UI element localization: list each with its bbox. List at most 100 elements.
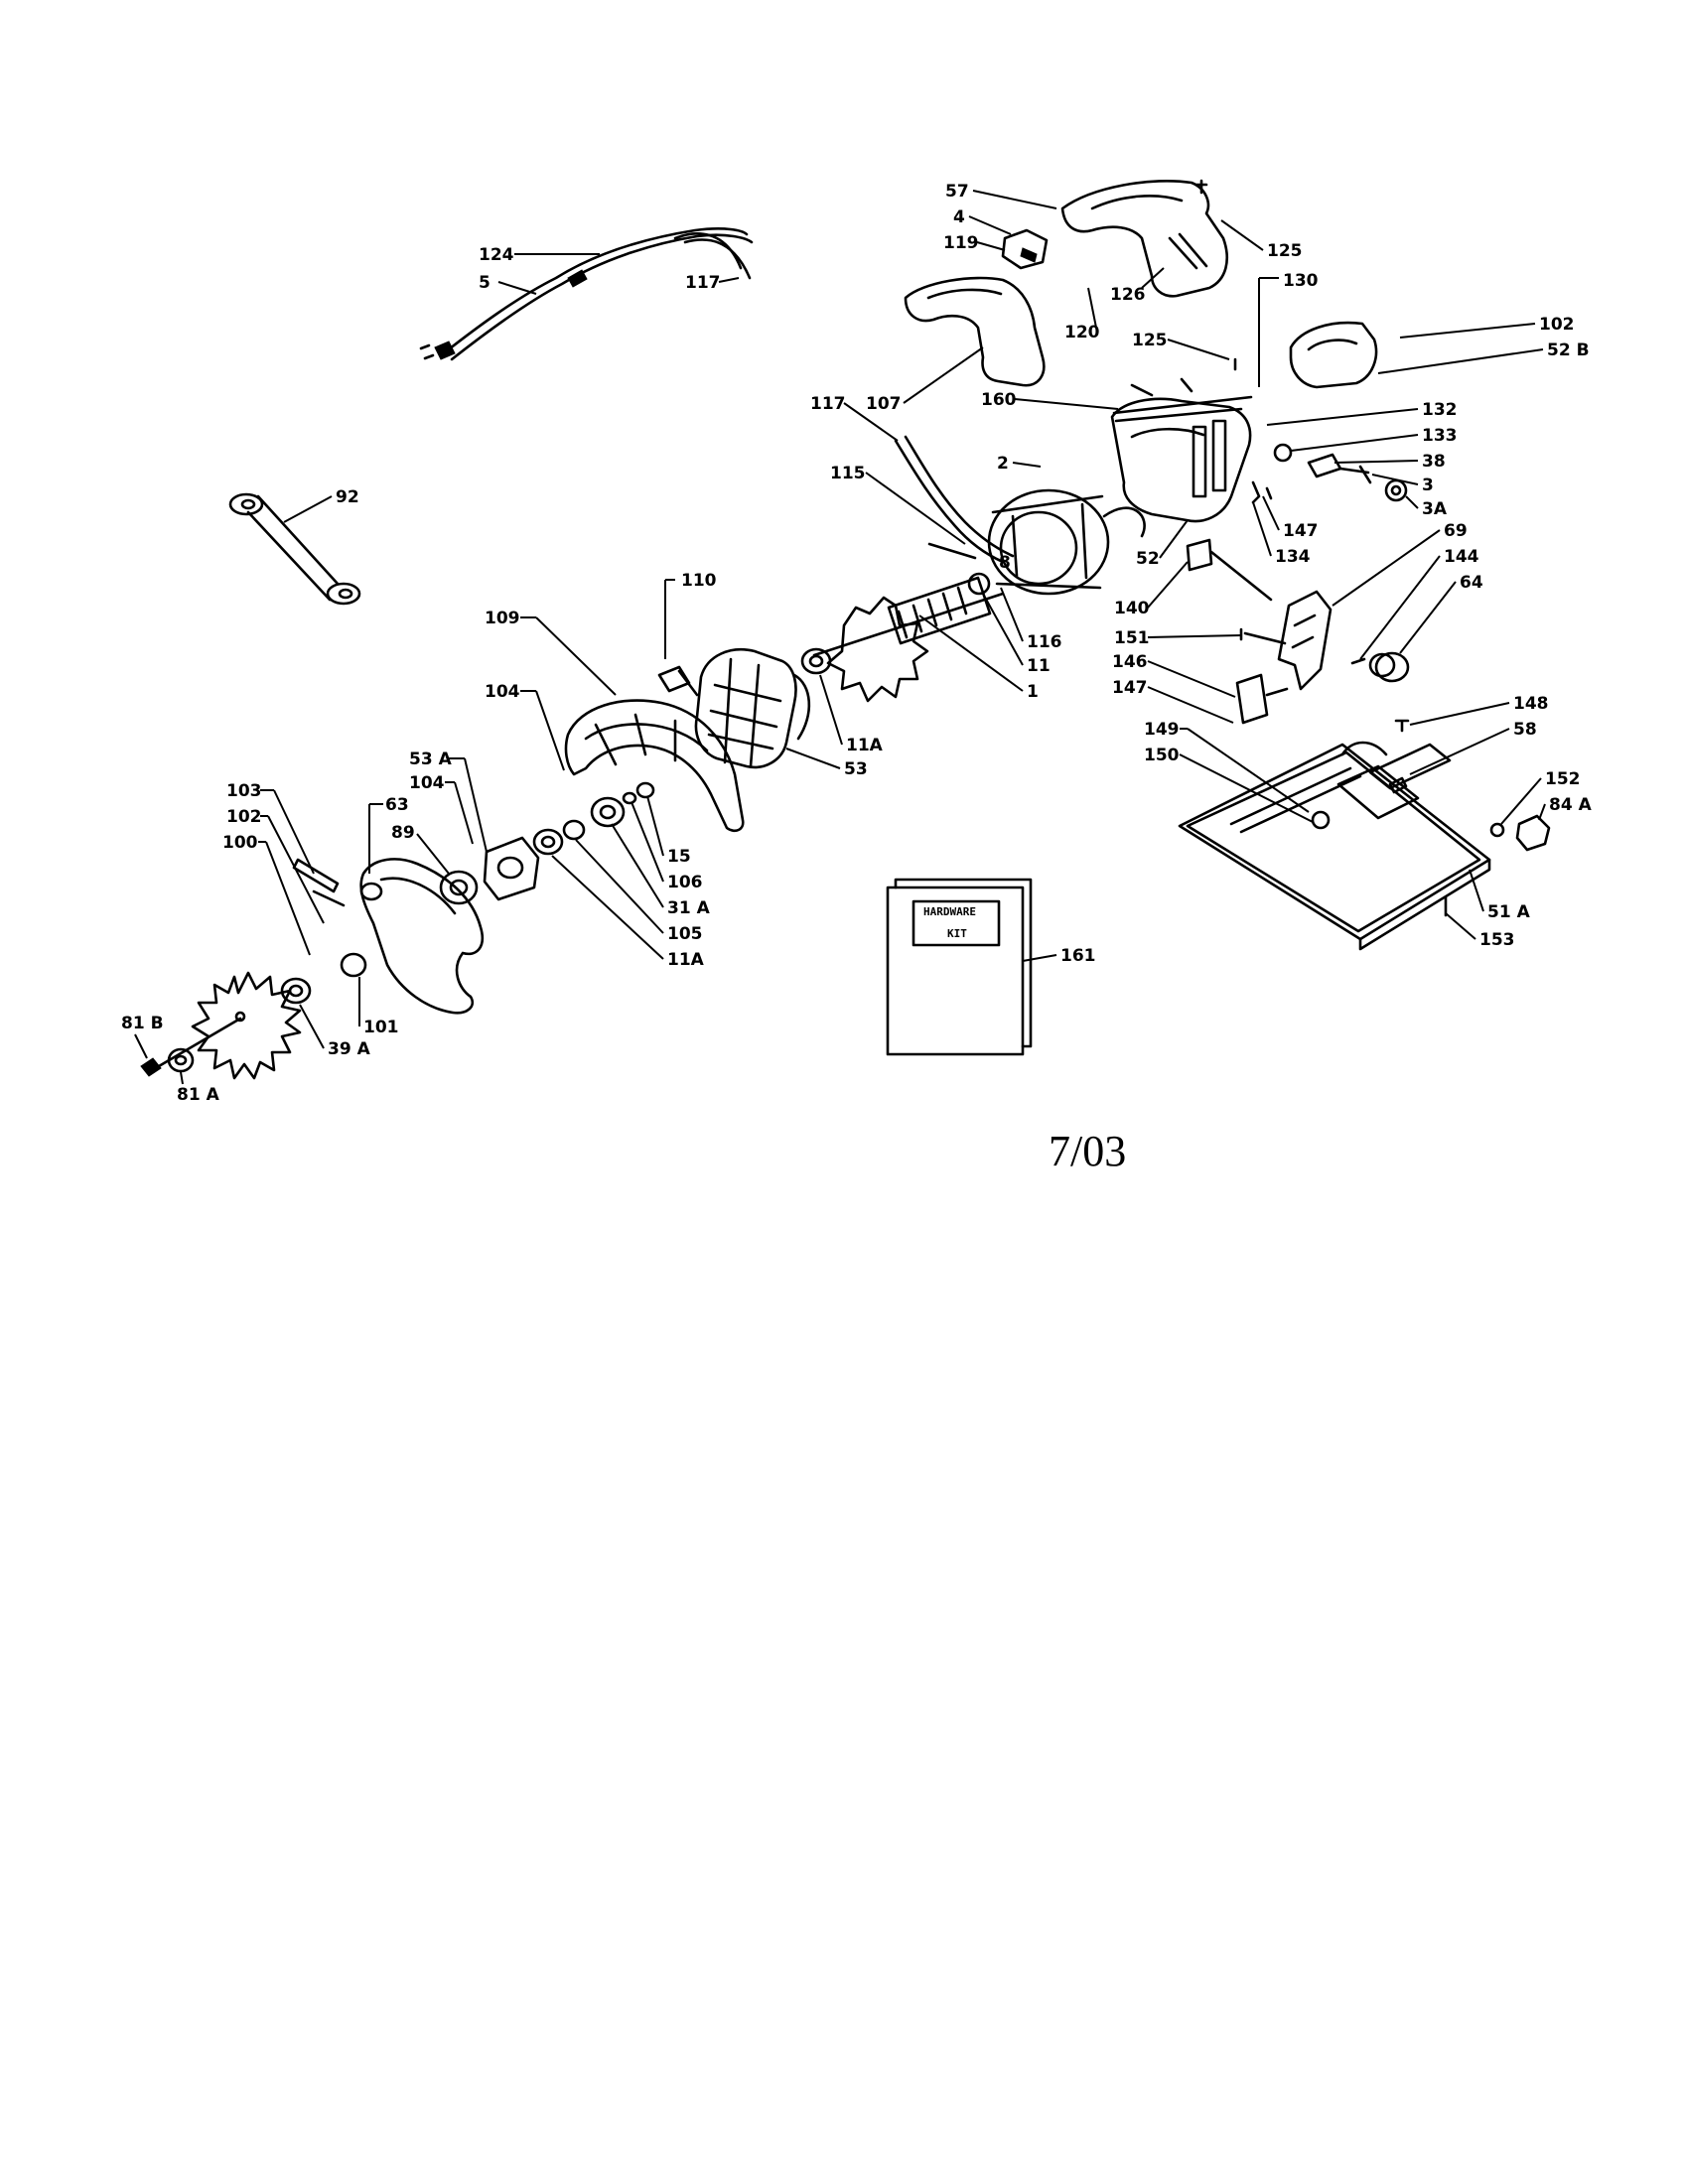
svg-text:39 A: 39 A bbox=[328, 1039, 371, 1059]
callout-51a: 51 A bbox=[1469, 869, 1531, 922]
svg-text:102: 102 bbox=[1539, 315, 1575, 335]
callout-133: 133 bbox=[1290, 426, 1458, 452]
hardware-kit-161: HARDWARE KIT bbox=[886, 878, 1033, 1056]
power-cord bbox=[419, 227, 754, 361]
svg-text:133: 133 bbox=[1422, 426, 1458, 446]
motor-wires bbox=[894, 435, 1015, 564]
callout-39a: 39 A bbox=[299, 1004, 371, 1059]
svg-text:3A: 3A bbox=[1422, 499, 1448, 519]
svg-text:105: 105 bbox=[667, 924, 703, 944]
callout-1: 1 bbox=[918, 614, 1039, 702]
svg-text:51 A: 51 A bbox=[1487, 902, 1531, 922]
callout-52: 52 bbox=[1136, 519, 1189, 569]
svg-text:125: 125 bbox=[1132, 331, 1168, 350]
svg-text:4: 4 bbox=[953, 207, 965, 227]
svg-text:57: 57 bbox=[945, 182, 969, 202]
callout-109: 109 bbox=[485, 609, 617, 696]
callout-15: 15 bbox=[646, 795, 691, 867]
callout-147-lower: 147 bbox=[1112, 678, 1234, 724]
svg-text:117: 117 bbox=[810, 394, 846, 414]
brush-holder-set bbox=[1273, 443, 1408, 502]
svg-text:161: 161 bbox=[1060, 946, 1096, 966]
callout-148: 148 bbox=[1409, 694, 1549, 726]
svg-text:3: 3 bbox=[1422, 476, 1434, 495]
callout-147-top: 147 bbox=[1262, 495, 1319, 541]
svg-text:81 A: 81 A bbox=[177, 1085, 220, 1105]
svg-text:148: 148 bbox=[1513, 694, 1549, 714]
svg-text:11A: 11A bbox=[667, 950, 705, 970]
callout-4: 4 bbox=[953, 207, 1012, 235]
callout-81b: 81 B bbox=[121, 1014, 164, 1059]
svg-text:119: 119 bbox=[943, 233, 979, 253]
callout-31a: 31 A bbox=[611, 823, 711, 918]
svg-text:64: 64 bbox=[1460, 573, 1483, 593]
callout-140: 140 bbox=[1114, 561, 1189, 618]
upper-guard-109 bbox=[564, 699, 745, 833]
callout-107: 107 bbox=[866, 346, 984, 414]
svg-text:81 B: 81 B bbox=[121, 1014, 164, 1033]
callout-106: 106 bbox=[631, 801, 703, 892]
screw-148 bbox=[1394, 719, 1410, 733]
callout-57: 57 bbox=[945, 182, 1057, 209]
svg-text:125: 125 bbox=[1267, 241, 1303, 261]
svg-text:89: 89 bbox=[391, 823, 415, 843]
svg-text:102: 102 bbox=[226, 807, 262, 827]
callout-161: 161 bbox=[1022, 946, 1096, 966]
screw-151 bbox=[1239, 627, 1287, 645]
callout-144: 144 bbox=[1359, 547, 1479, 660]
callout-89: 89 bbox=[391, 823, 450, 875]
callout-11a: 11A bbox=[819, 674, 884, 755]
callout-100: 100 bbox=[222, 833, 311, 956]
svg-text:147: 147 bbox=[1283, 521, 1319, 541]
svg-text:52: 52 bbox=[1136, 549, 1160, 569]
svg-text:84 A: 84 A bbox=[1549, 795, 1593, 815]
washer-39a bbox=[280, 977, 312, 1005]
callout-146: 146 bbox=[1112, 652, 1236, 698]
svg-text:38: 38 bbox=[1422, 452, 1446, 472]
svg-text:109: 109 bbox=[485, 609, 520, 628]
svg-text:11: 11 bbox=[1027, 656, 1051, 676]
pivot-knob-84a bbox=[1489, 814, 1551, 852]
spindle-bearing-stack bbox=[532, 781, 655, 856]
gear-plate-53a bbox=[483, 836, 540, 901]
svg-text:92: 92 bbox=[336, 487, 359, 507]
svg-text:144: 144 bbox=[1444, 547, 1479, 567]
callout-5: 5 bbox=[479, 273, 537, 295]
svg-text:146: 146 bbox=[1112, 652, 1148, 672]
svg-text:1: 1 bbox=[1027, 682, 1039, 702]
lower-guard-63 bbox=[359, 858, 484, 1015]
svg-text:152: 152 bbox=[1545, 769, 1581, 789]
svg-text:104: 104 bbox=[409, 773, 445, 793]
bracket-140 bbox=[1186, 538, 1273, 602]
saw-blade bbox=[191, 971, 302, 1080]
callout-125-top: 125 bbox=[1194, 179, 1303, 261]
callout-64: 64 bbox=[1399, 573, 1483, 654]
callout-120: 120 bbox=[1064, 287, 1100, 342]
callout-102-lower: 102 bbox=[226, 807, 325, 924]
callout-101: 101 bbox=[358, 977, 399, 1037]
callout-84a: 84 A bbox=[1538, 795, 1593, 821]
callout-63: 63 bbox=[368, 795, 409, 874]
callout-105: 105 bbox=[575, 839, 703, 944]
callout-104-top: 104 bbox=[485, 682, 565, 771]
switch-trigger bbox=[1001, 228, 1049, 270]
callout-103: 103 bbox=[226, 781, 315, 875]
svg-text:140: 140 bbox=[1114, 599, 1150, 618]
callout-149: 149 bbox=[1144, 720, 1310, 813]
svg-text:103: 103 bbox=[226, 781, 262, 801]
svg-text:149: 149 bbox=[1144, 720, 1180, 740]
field-stator-2 bbox=[987, 488, 1146, 596]
svg-text:69: 69 bbox=[1444, 521, 1468, 541]
callout-92: 92 bbox=[283, 487, 359, 523]
handle-half-57 bbox=[1060, 180, 1228, 298]
svg-text:58: 58 bbox=[1513, 720, 1537, 740]
callout-119: 119 bbox=[943, 233, 1006, 253]
svg-text:31 A: 31 A bbox=[667, 898, 711, 918]
callout-117-motor: 117 bbox=[810, 394, 899, 442]
callout-151: 151 bbox=[1114, 628, 1242, 648]
handle-half-107 bbox=[904, 276, 1046, 387]
pivot-block-146 bbox=[1235, 673, 1289, 725]
callout-8: 8 bbox=[999, 553, 1011, 573]
bolt-81 bbox=[140, 1017, 242, 1077]
